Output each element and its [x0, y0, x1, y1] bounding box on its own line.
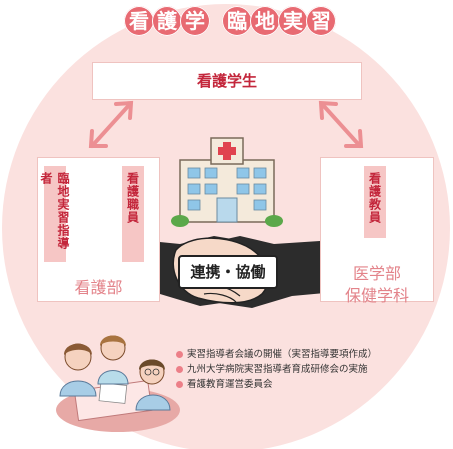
dept-line: 医学部 — [352, 264, 401, 283]
student-box: 看護学生 — [92, 62, 362, 100]
activity-list: 実習指導者会議の開催（実習指導要項作成） 九州大学病院実習指導者育成研修会の実施… — [176, 347, 446, 392]
meeting-illustration — [56, 335, 180, 432]
nursing-staff-bar: 看護職員 — [122, 166, 144, 262]
clinical-instructor-bar: 臨地実習指導者 — [39, 166, 70, 262]
list-item-text: 看護教育運営委員会 — [187, 379, 273, 390]
title-char: 実 — [278, 6, 308, 36]
bullet-icon — [176, 351, 183, 358]
double-arrow-icon — [318, 100, 364, 148]
collaboration-label-box: 連携・協働 — [178, 255, 278, 289]
bullet-icon — [176, 381, 183, 388]
list-item-text: 実習指導者会議の開催（実習指導要項作成） — [187, 349, 378, 360]
title-row: 看 護 学 臨 地 実 習 — [0, 6, 453, 40]
nursing-department-panel: 臨地実習指導者 看護職員 看護部 — [37, 157, 160, 302]
double-arrow-icon — [88, 100, 134, 148]
title-char: 護 — [152, 6, 182, 36]
clinical-instructor-label: 臨地実習指導者 — [39, 172, 70, 250]
nursing-staff-label: 看護職員 — [125, 172, 140, 224]
dept-line: 保健学科 — [344, 286, 409, 305]
collaboration-label: 連携・協働 — [190, 263, 266, 281]
nursing-faculty-label: 看護教員 — [367, 172, 382, 224]
hospital-icon — [171, 137, 283, 227]
title-char: 地 — [250, 6, 280, 36]
health-sciences-label: 医学部 保健学科 — [321, 263, 433, 307]
title-char: 看 — [124, 6, 154, 36]
nursing-faculty-bar: 看護教員 — [364, 166, 386, 238]
list-item: 実習指導者会議の開催（実習指導要項作成） — [176, 347, 446, 362]
health-sciences-panel: 看護教員 医学部 保健学科 — [320, 157, 434, 305]
bullet-icon — [176, 366, 183, 373]
list-item: 九州大学病院実習指導者育成研修会の実施 — [176, 362, 446, 377]
list-item-text: 九州大学病院実習指導者育成研修会の実施 — [187, 364, 368, 375]
title-char: 学 — [180, 6, 210, 36]
list-item: 看護教育運営委員会 — [176, 377, 446, 392]
title-char: 臨 — [222, 6, 252, 36]
nursing-department-label: 看護部 — [74, 278, 123, 297]
title-char: 習 — [306, 6, 336, 36]
student-label: 看護学生 — [196, 72, 257, 90]
